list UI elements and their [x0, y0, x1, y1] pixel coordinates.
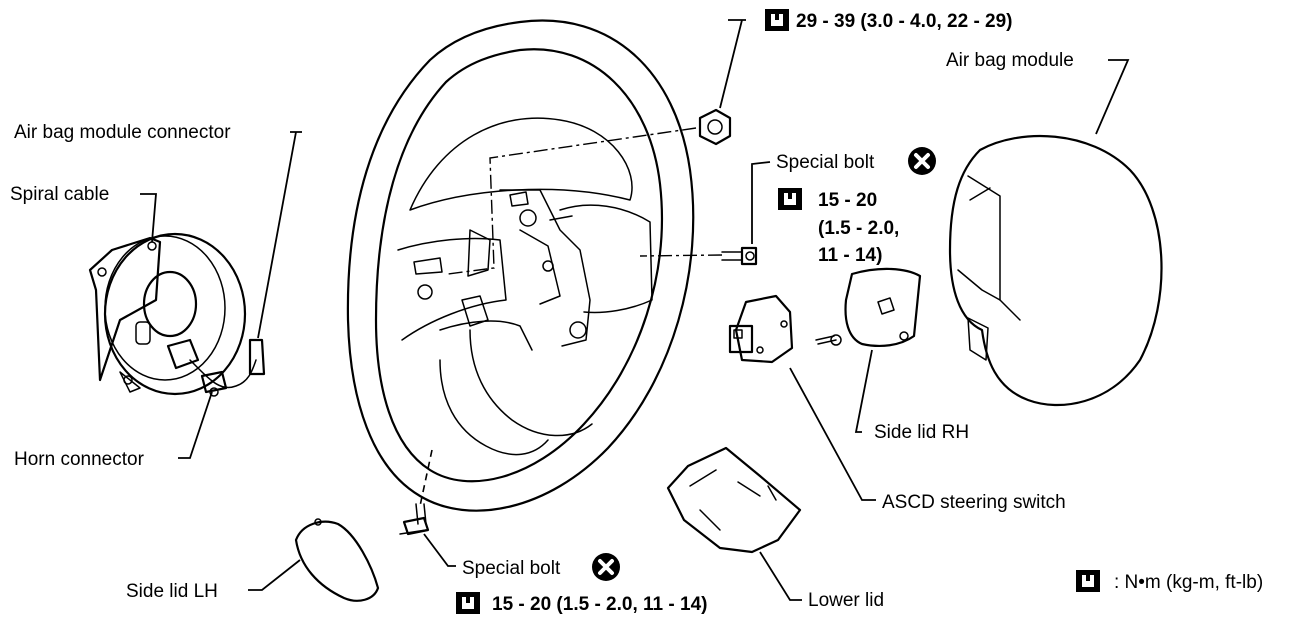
label-airbag-module-connector: Air bag module connector [14, 122, 231, 143]
airbag-module [948, 134, 1163, 407]
lower-lid [666, 446, 802, 554]
torque-bolt-upper-line2: (1.5 - 2.0, [818, 218, 899, 239]
legend-units: : N•m (kg-m, ft-lb) [1114, 572, 1263, 593]
torque-icon [765, 9, 789, 31]
label-ascd-steering-switch: ASCD steering switch [882, 492, 1066, 513]
label-special-bolt-upper: Special bolt [776, 152, 875, 173]
side-lid-rh [844, 267, 922, 347]
special-bolt-upper-part [721, 246, 758, 266]
torque-bolt-lower: 15 - 20 (1.5 - 2.0, 11 - 14) [492, 594, 707, 615]
label-airbag-module: Air bag module [946, 50, 1074, 71]
replace-x-icon [906, 145, 938, 177]
label-side-lid-rh: Side lid RH [874, 422, 969, 443]
label-side-lid-lh: Side lid LH [126, 581, 218, 602]
torque-icon [778, 188, 802, 210]
label-spiral-cable: Spiral cable [10, 184, 109, 205]
torque-icon [1076, 570, 1100, 592]
steering-wheel [346, 19, 732, 512]
special-bolt-lower-part [399, 503, 430, 536]
torque-icon [456, 592, 480, 614]
torque-bolt-upper-line3: 11 - 14) [818, 245, 882, 266]
ascd-screw [815, 334, 842, 346]
ascd-steering-switch [728, 294, 794, 364]
label-horn-connector: Horn connector [14, 449, 145, 470]
label-lower-lid: Lower lid [808, 590, 884, 611]
torque-bolt-upper-line1: 15 - 20 [818, 190, 877, 211]
spiral-cable [88, 232, 266, 397]
steering-nut [698, 108, 732, 146]
torque-nut-spec: 29 - 39 (3.0 - 4.0, 22 - 29) [796, 11, 1013, 32]
label-special-bolt-lower: Special bolt [462, 558, 561, 579]
replace-x-icon [590, 551, 622, 583]
side-lid-lh [294, 518, 380, 602]
